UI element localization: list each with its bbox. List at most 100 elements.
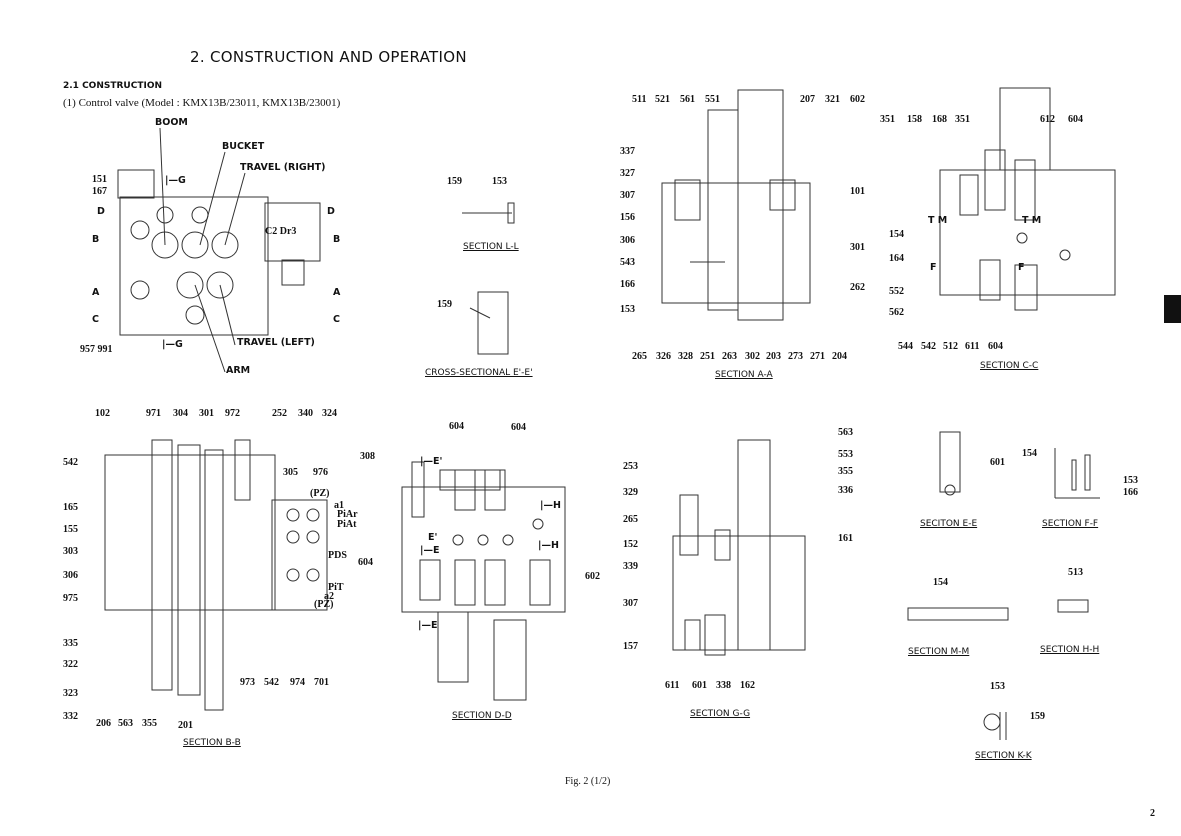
callout-label: 159 xyxy=(437,299,452,310)
callout-label: 306 xyxy=(620,235,635,246)
section-title: SECTION A-A xyxy=(715,370,773,380)
callout-label: a1 xyxy=(334,500,344,511)
callout-label: 201 xyxy=(178,720,193,731)
section-title: SECTION L-L xyxy=(463,242,519,252)
callout-label: 612 xyxy=(1040,114,1055,125)
callout-label: 203 xyxy=(766,351,781,362)
callout-label: 206 xyxy=(96,718,111,729)
callout-label: 604 xyxy=(358,557,373,568)
callout-label: 207 xyxy=(800,94,815,105)
page-title: 2. CONSTRUCTION AND OPERATION xyxy=(190,48,467,66)
callout-label: 511 xyxy=(632,94,647,105)
page-number: 2 xyxy=(1150,808,1155,819)
callout-label: 151 xyxy=(92,174,107,185)
callout-label: 326 xyxy=(656,351,671,362)
callout-label: TRAVEL (LEFT) xyxy=(237,337,315,348)
callout-label: 324 xyxy=(322,408,337,419)
figure-caption: Fig. 2 (1/2) xyxy=(565,776,611,787)
callout-label: 604 xyxy=(1068,114,1083,125)
callout-label: 159 xyxy=(1030,711,1045,722)
callout-label: C xyxy=(92,314,99,325)
callout-label: TRAVEL (RIGHT) xyxy=(240,162,326,173)
callout-label: 327 xyxy=(620,168,635,179)
callout-label: E' xyxy=(428,532,438,543)
callout-label: 355 xyxy=(142,718,157,729)
callout-label: 338 xyxy=(716,680,731,691)
callout-label: 251 xyxy=(700,351,715,362)
callout-label: PiAt xyxy=(337,519,357,530)
callout-label: 153 xyxy=(1123,475,1138,486)
callout-label: D xyxy=(97,206,105,217)
callout-label: 154 xyxy=(1022,448,1037,459)
callout-label: 167 xyxy=(92,186,107,197)
callout-label: 543 xyxy=(620,257,635,268)
callout-label: A xyxy=(92,287,100,298)
section-title: SECTION F-F xyxy=(1042,519,1099,529)
callout-label: 971 xyxy=(146,408,161,419)
section-cc-drawing xyxy=(939,87,1116,311)
callout-label: BOOM xyxy=(155,117,188,128)
callout-label: 301 xyxy=(850,242,865,253)
callout-label: 253 xyxy=(623,461,638,472)
callout-label: 304 xyxy=(173,408,188,419)
callout-label: 521 xyxy=(655,94,670,105)
callout-label: 974 xyxy=(290,677,305,688)
callout-label: 154 xyxy=(889,229,904,240)
callout-label: 611 xyxy=(965,341,980,352)
callout-label: (PZ) xyxy=(310,488,330,499)
callout-label: 513 xyxy=(1068,567,1083,578)
callout-label: 544 xyxy=(898,341,913,352)
callout-label: 101 xyxy=(850,186,865,197)
section-title: SECTION G-G xyxy=(690,709,751,719)
callout-label: 265 xyxy=(632,351,647,362)
callout-label: 305 xyxy=(283,467,298,478)
section-small-drawings xyxy=(907,431,1100,740)
callout-label: 165 xyxy=(63,502,78,513)
callout-label: B xyxy=(92,234,100,245)
callout-label: 168 xyxy=(932,114,947,125)
callout-label: 602 xyxy=(585,571,600,582)
callout-label: T M xyxy=(1022,215,1042,226)
callout-label: 604 xyxy=(511,422,526,433)
callout-label: PiAr xyxy=(337,509,358,520)
section-title: SECTION H-H xyxy=(1040,645,1100,655)
callout-label: |—E' xyxy=(420,456,443,467)
callout-label: 322 xyxy=(63,659,78,670)
callout-label: 551 xyxy=(705,94,720,105)
callout-label: 307 xyxy=(623,598,638,609)
callout-label: 162 xyxy=(740,680,755,691)
callout-label: 512 xyxy=(943,341,958,352)
callout-label: 273 xyxy=(788,351,803,362)
callout-label: BUCKET xyxy=(222,141,265,152)
callout-label: 601 xyxy=(692,680,707,691)
callout-label: 611 xyxy=(665,680,680,691)
callout-label: 355 xyxy=(838,466,853,477)
section-title: SECTION K-K xyxy=(975,751,1032,761)
section-title: SECTION M-M xyxy=(908,647,970,657)
callout-label: 601 xyxy=(990,457,1005,468)
callout-label: 976 xyxy=(313,467,328,478)
callout-label: 321 xyxy=(825,94,840,105)
chapter-tab-marker xyxy=(1164,295,1181,323)
callout-label: 561 xyxy=(680,94,695,105)
callout-label: 301 xyxy=(199,408,214,419)
callout-label: 164 xyxy=(889,253,904,264)
callout-label: 563 xyxy=(118,718,133,729)
callout-label: ARM xyxy=(226,365,251,376)
callout-label: 563 xyxy=(838,427,853,438)
callout-label: 302 xyxy=(745,351,760,362)
callout-label: 156 xyxy=(620,212,635,223)
section-ll-drawing xyxy=(462,202,515,224)
callout-label: D xyxy=(327,206,335,217)
callout-label: 975 xyxy=(63,593,78,604)
callout-label: 102 xyxy=(95,408,110,419)
callout-label: 602 xyxy=(850,94,865,105)
callout-label: 335 xyxy=(63,638,78,649)
section-ee-prime-drawing xyxy=(469,291,509,355)
section-gg-drawing xyxy=(672,439,806,656)
section-dd-drawing xyxy=(401,461,566,701)
callout-label: 159 xyxy=(447,176,462,187)
callout-label: F xyxy=(930,262,937,273)
callout-label: 957 991 xyxy=(80,344,113,355)
callout-label: |—E xyxy=(418,620,438,631)
